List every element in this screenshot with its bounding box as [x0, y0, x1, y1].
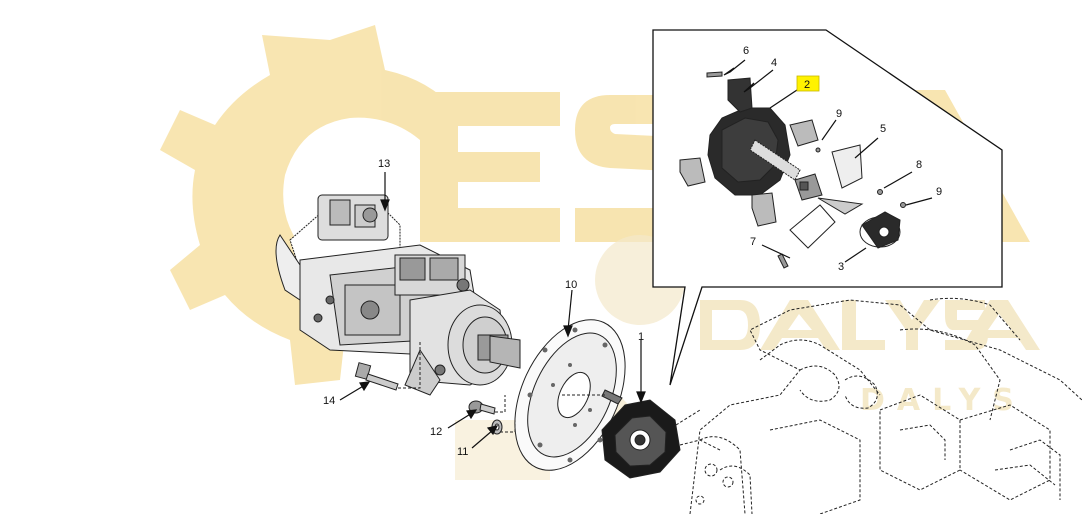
callout-6[interactable]: 6	[743, 45, 749, 57]
hydraulic-pump	[275, 194, 521, 396]
callout-2[interactable]: 2	[804, 79, 810, 91]
highlight-item-2	[796, 75, 820, 92]
callout-12[interactable]: 12	[430, 426, 442, 438]
main-leaders	[339, 172, 646, 449]
engine-outline	[689, 297, 1082, 514]
callout-9b[interactable]: 9	[936, 186, 942, 198]
callout-5[interactable]: 5	[880, 123, 886, 135]
bolt-14	[354, 362, 399, 391]
callout-8[interactable]: 8	[916, 159, 922, 171]
callout-10[interactable]: 10	[565, 279, 577, 291]
callout-3[interactable]: 3	[838, 261, 844, 273]
callout-labels: 1 2 3 4 5 6 7 8 9 9 10 11 12 13 14	[323, 45, 942, 458]
callout-7[interactable]: 7	[750, 236, 756, 248]
watermark-sublogo	[700, 300, 1040, 350]
watermark-subline: DALYS	[860, 383, 1026, 418]
callout-9a[interactable]: 9	[836, 108, 842, 120]
detail-leaders	[723, 59, 933, 263]
callout-13[interactable]: 13	[378, 158, 390, 170]
callout-11[interactable]: 11	[457, 446, 468, 458]
exploded-coupling	[679, 71, 906, 269]
callout-14[interactable]: 14	[323, 395, 335, 407]
callout-1[interactable]: 1	[638, 331, 644, 343]
alignment-lines	[398, 340, 721, 451]
callout-4[interactable]: 4	[771, 57, 777, 69]
coupling-assembly	[601, 389, 681, 479]
